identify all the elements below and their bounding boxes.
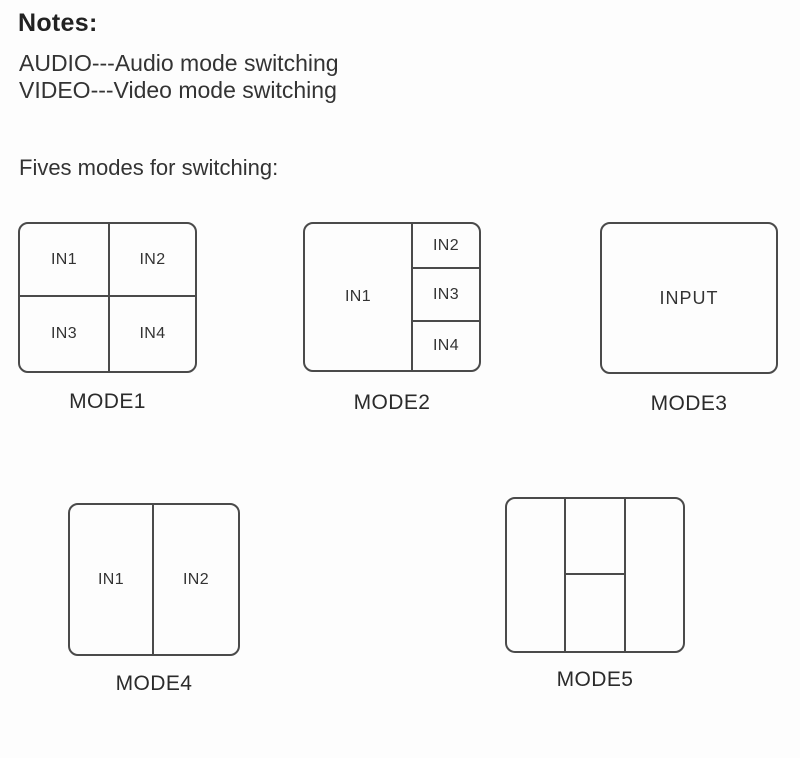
notes-heading: Notes:	[18, 9, 98, 37]
mode2-cell-in2: IN2	[413, 224, 479, 269]
intro-text: Fives modes for switching:	[19, 155, 279, 180]
mode5-column-middle	[566, 499, 626, 651]
mode2-cell-in1: IN1	[305, 224, 413, 370]
mode5-column-left	[507, 499, 566, 651]
mode3-cell-input: INPUT	[659, 287, 719, 308]
mode1-label: MODE1	[69, 390, 146, 413]
mode5-column-right	[626, 499, 683, 651]
mode4-cell-in1: IN1	[70, 505, 154, 654]
mode1-diagram: IN1 IN2 IN3 IN4	[18, 222, 197, 373]
note-line-audio: AUDIO---Audio mode switching	[19, 50, 339, 76]
mode4-diagram: IN1 IN2	[68, 503, 240, 656]
mode5-label: MODE5	[556, 668, 634, 691]
mode5-middle-top-cell	[566, 499, 624, 575]
mode2-label: MODE2	[353, 391, 431, 414]
mode2-cell-in4: IN4	[432, 337, 460, 354]
note-line-video: VIDEO---Video mode switching	[19, 77, 337, 103]
mode1-cell-in4: IN4	[139, 325, 166, 342]
mode3-label: MODE3	[650, 392, 728, 415]
mode4-label: MODE4	[115, 672, 193, 695]
mode4-cell-in2: IN2	[182, 570, 210, 588]
mode1-cell-in2: IN2	[110, 224, 195, 297]
mode5-diagram	[505, 497, 685, 653]
mode2-diagram: IN1 IN2 IN3 IN4	[303, 222, 481, 372]
mode5-middle-bottom-cell	[566, 575, 624, 651]
mode1-cell-in3: IN3	[20, 297, 110, 371]
mode3-diagram: INPUT	[600, 222, 778, 374]
mode1-cell-in1: IN1	[20, 224, 110, 297]
notes-list: AUDIO---Audio mode switching VIDEO---Vid…	[19, 50, 339, 104]
mode2-cell-in3: IN3	[413, 269, 479, 322]
